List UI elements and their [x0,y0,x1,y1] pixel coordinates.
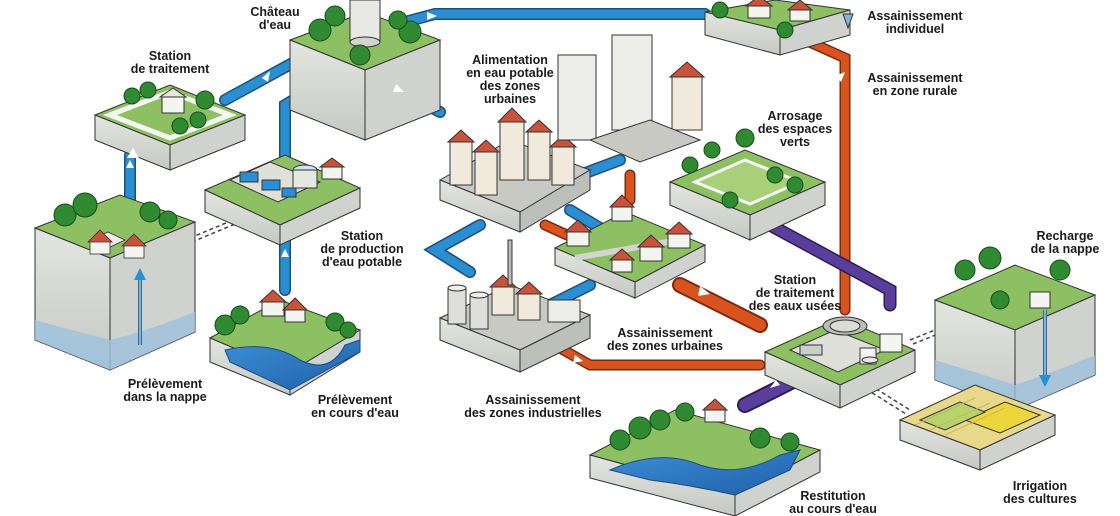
label-arrosage: Arrosage des espaces verts [757,109,833,149]
label-recharge-nappe: Recharge de la nappe [1030,229,1100,256]
block-ville [438,34,706,233]
block-chateau-deau [288,0,442,141]
block-assainissement-individuel [704,0,854,56]
label-prelevement-cours: Prélèvement en cours d'eau [311,393,399,420]
label-restitution: Restitution au cours d'eau [789,489,877,516]
block-restitution [588,398,822,516]
block-zones-industrielles [438,239,592,373]
label-alimentation: Alimentation en eau potable des zones ur… [466,53,554,106]
block-station-eaux-usees [763,316,917,409]
flow-arrows [126,12,845,388]
label-irrigation: Irrigation des cultures [1003,479,1077,506]
block-station-production [203,154,362,246]
label-station-traitement: Station de traitement [130,49,210,76]
block-irrigation [898,384,1057,471]
label-assainissement-rural: Assainissement en zone rurale [867,71,963,98]
block-prelevement-cours [208,289,362,396]
label-station-eaux-usees: Station de traitement des eaux usées [748,273,842,313]
label-chateau-deau: Château d'eau [250,5,300,32]
label-assainissement-urbaines: Assainissement des zones urbaines [606,326,723,353]
label-assainissement-individuel: Assainissement individuel [867,9,963,36]
label-prelevement-nappe: Prélèvement dans la nappe [123,377,207,404]
label-station-production: Station de production d'eau potable [320,229,404,269]
label-assainissement-industrielles: Assainissement des zones industrielles [464,393,602,420]
block-quartier [553,194,707,299]
block-prelevement-nappe [33,192,197,371]
block-station-traitement [93,81,247,171]
block-recharge-nappe [933,246,1097,411]
block-arrosage [668,128,827,241]
